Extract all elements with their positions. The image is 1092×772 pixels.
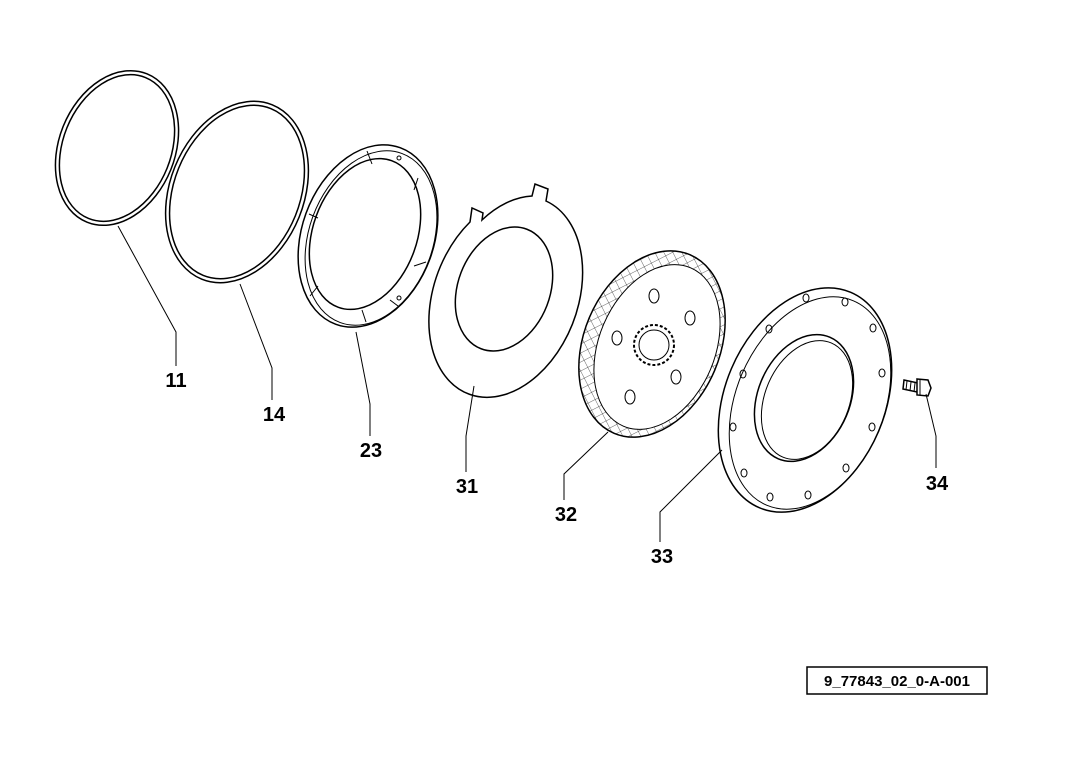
leader-23 (355, 331, 371, 436)
leader-32 (563, 431, 609, 500)
reference-code-box: 9_77843_02_0-A-001 (806, 666, 988, 695)
part-label-31: 31 (456, 476, 478, 498)
part-34-bolt (902, 378, 932, 397)
part-label-34: 34 (926, 473, 949, 495)
reference-code: 9_77843_02_0-A-001 (824, 673, 970, 690)
leader-14 (239, 283, 273, 400)
part-label-14: 14 (263, 404, 286, 426)
part-32-friction-disc (578, 250, 726, 438)
part-labels: 11 14 23 31 32 33 34 (165, 370, 949, 568)
leader-31 (465, 385, 475, 472)
part-33-end-plate (717, 287, 893, 513)
leader-11 (117, 225, 177, 366)
part-31-separator-plate (428, 182, 584, 399)
leader-33 (659, 449, 723, 542)
part-11-o-ring (54, 69, 180, 227)
leader-34 (925, 393, 937, 468)
part-label-32: 32 (555, 504, 577, 526)
part-label-11: 11 (165, 370, 186, 392)
part-14-o-ring (164, 100, 310, 284)
part-label-33: 33 (651, 546, 673, 568)
leader-lines (117, 225, 937, 542)
part-label-23: 23 (360, 440, 382, 462)
part-23-ring (297, 144, 439, 328)
